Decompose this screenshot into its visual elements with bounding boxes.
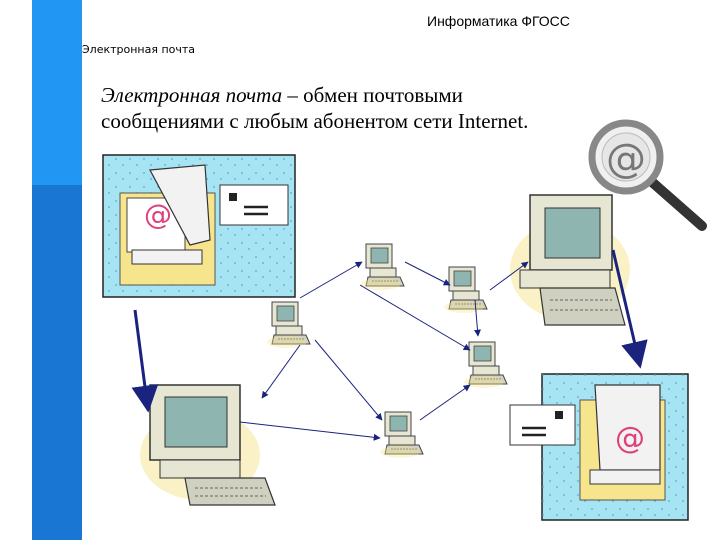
definition-line2: сообщениями с любым абонентом сети Inter… xyxy=(101,109,529,133)
at-sign-icon: @ xyxy=(144,198,172,231)
mail-client-top-left: @ xyxy=(102,154,296,298)
left-accent-bar-top xyxy=(32,0,82,185)
network-node-3 xyxy=(443,266,488,314)
definition-rest: – обмен почтовыми xyxy=(282,83,463,107)
mail-client-bottom-right: @ xyxy=(509,373,689,521)
computer-large-left xyxy=(140,384,276,506)
left-accent-bar xyxy=(32,0,82,540)
section-label: Электронная почта xyxy=(82,43,196,56)
mail-transfer-arrows xyxy=(131,249,648,413)
network-links xyxy=(239,261,529,441)
course-title: Информатика ФГОСС xyxy=(427,13,570,29)
magnifier-at-icon: @ xyxy=(588,119,707,231)
computer-large-right xyxy=(510,194,630,326)
network-node-4 xyxy=(463,341,508,389)
network-node-1 xyxy=(266,301,311,349)
network-node-2 xyxy=(360,243,405,291)
definition-term: Электронная почта xyxy=(101,83,283,107)
network-node-5 xyxy=(379,411,424,459)
definition-text: Электронная почта – обмен почтовыми сооб… xyxy=(101,82,601,134)
at-sign-icon-2: @ xyxy=(615,421,645,456)
search-at-sign: @ xyxy=(606,136,646,182)
